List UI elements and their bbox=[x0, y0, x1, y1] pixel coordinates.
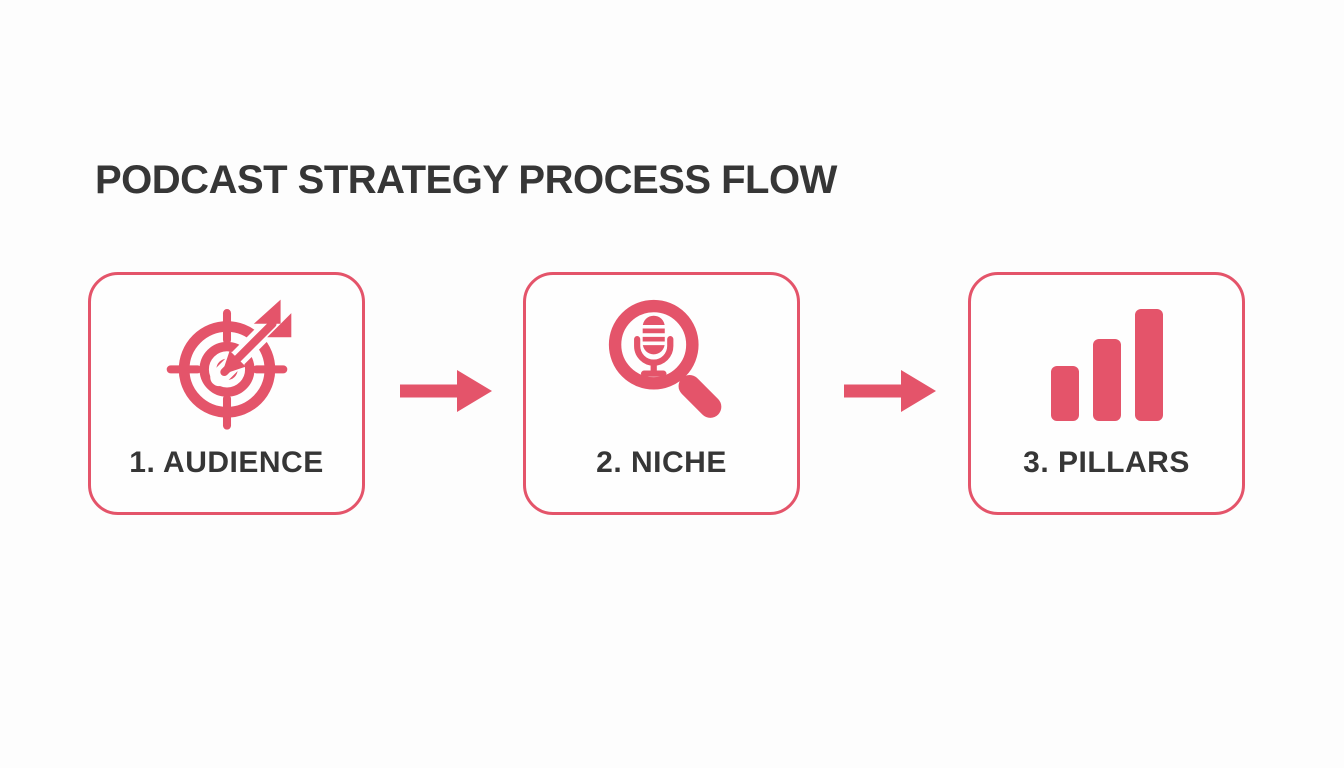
page-title: PODCAST STRATEGY PROCESS FLOW bbox=[95, 158, 837, 202]
bar-chart-bar bbox=[1092, 338, 1121, 421]
step-icon-zone bbox=[971, 275, 1242, 446]
magnifier-microphone-icon bbox=[608, 299, 721, 418]
target-dart-icon bbox=[166, 299, 291, 430]
step-label: 1. AUDIENCE bbox=[129, 446, 324, 479]
bar-chart-icon bbox=[1050, 308, 1163, 421]
step-icon-zone bbox=[526, 275, 797, 446]
step-label: 3. PILLARS bbox=[1023, 446, 1190, 479]
step-box-pillars: 3. PILLARS bbox=[968, 272, 1245, 515]
step-box-audience: 1. AUDIENCE bbox=[88, 272, 365, 515]
bar-chart-bar bbox=[1134, 308, 1163, 421]
bar-chart-bar bbox=[1050, 365, 1079, 421]
arrow-right-icon bbox=[400, 370, 492, 412]
step-box-niche: 2. NICHE bbox=[523, 272, 800, 515]
step-icon-zone bbox=[91, 275, 362, 446]
arrow-right-icon bbox=[844, 370, 936, 412]
step-label: 2. NICHE bbox=[596, 446, 727, 479]
